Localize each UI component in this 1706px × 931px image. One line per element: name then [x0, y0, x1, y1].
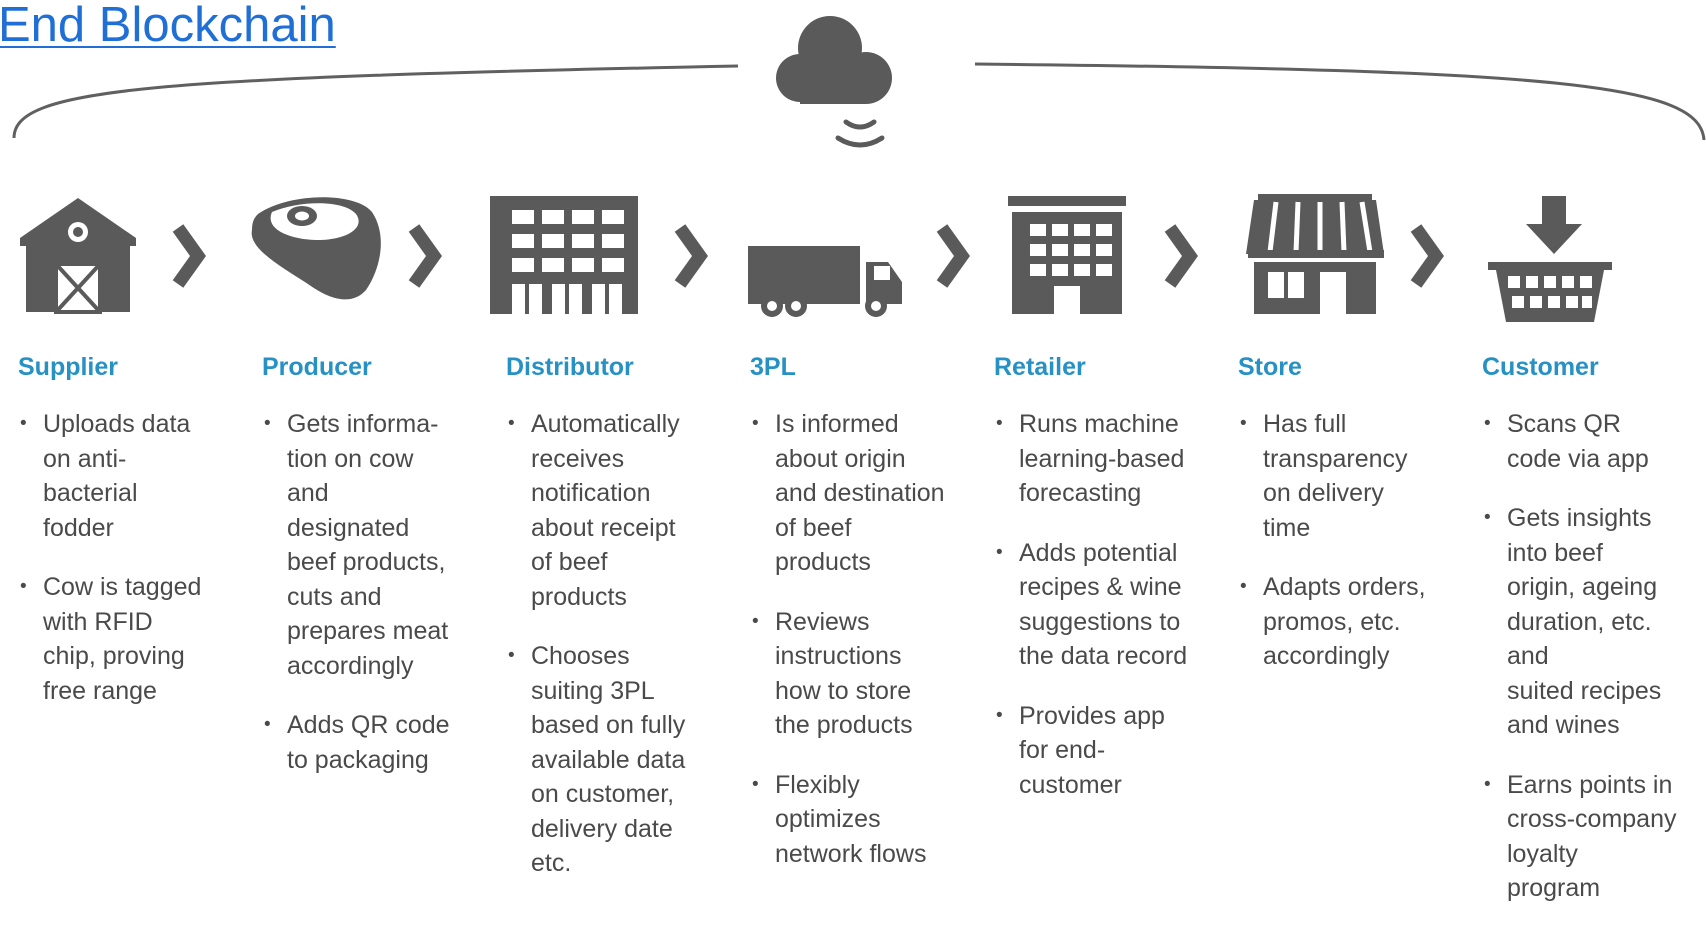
stage-heading: Customer: [1482, 353, 1599, 381]
bullet-item: Earns points incross-companyloyaltyprogr…: [1482, 768, 1706, 906]
stage-distributor: Distributor Automaticallyreceivesnotific…: [506, 352, 738, 906]
office-building-icon: [1008, 196, 1126, 314]
chevron-right-icon: [674, 224, 708, 288]
chevron-right-icon: [172, 224, 206, 288]
wireless-signal-icon: [835, 119, 885, 148]
truck-icon: [748, 246, 902, 317]
stage-retailer: Retailer Runs machinelearning-basedforec…: [994, 352, 1226, 827]
stage-heading: Retailer: [994, 353, 1086, 381]
chevron-right-icon: [408, 224, 442, 288]
stage-heading: Supplier: [18, 353, 119, 381]
barn-icon: [20, 198, 136, 314]
chevron-right-icon: [936, 224, 970, 288]
stage-heading: Producer: [262, 353, 372, 381]
chevron-right-icon: [1164, 224, 1198, 288]
cloud-icon: [776, 16, 892, 104]
bracket-right-arc: [974, 62, 1706, 141]
chevron-right-icon: [1410, 224, 1444, 288]
storefront-icon: [1246, 194, 1384, 314]
shopping-basket-icon: [1488, 196, 1612, 322]
stage-bullets: Gets informa-tion on cowanddesignatedbee…: [262, 407, 494, 777]
stage-heading: 3PL: [750, 353, 796, 381]
steak-icon: [251, 197, 381, 300]
warehouse-icon: [490, 196, 638, 314]
stage-heading: Distributor: [506, 353, 634, 381]
bullet-item: Adapts orders,promos, etc.accordingly: [1238, 570, 1470, 674]
title-link[interactable]: End Blockchain: [0, 0, 336, 52]
stage-heading: Store: [1238, 353, 1302, 381]
stage-producer: Producer Gets informa-tion on cowanddesi…: [262, 352, 494, 802]
bracket-left-arc: [12, 64, 739, 139]
bullet-item: Gets informa-tion on cowanddesignatedbee…: [262, 407, 494, 683]
